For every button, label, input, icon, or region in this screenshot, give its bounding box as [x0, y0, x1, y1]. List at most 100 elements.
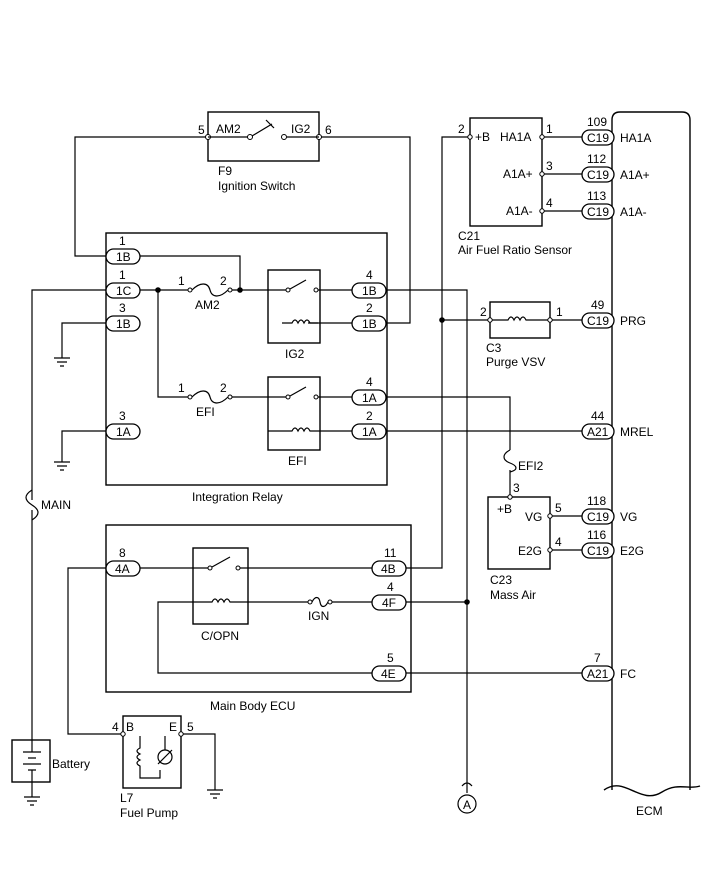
svg-text:L7: L7 — [120, 791, 134, 805]
ecm-pin-mrel: A21 44 MREL — [581, 409, 654, 440]
connector-ir-1a-a: 1A 4 — [351, 375, 387, 406]
fuse-am2-icon — [191, 283, 229, 297]
svg-text:3: 3 — [119, 301, 126, 315]
svg-text:Battery: Battery — [52, 757, 90, 771]
svg-text:ECM: ECM — [636, 804, 663, 818]
connector-ir-1b-a: 1B 1 — [105, 234, 141, 265]
fuse-am2-label: AM2 — [195, 298, 220, 312]
purge-vsv: 2 1 C3 Purge VSV — [480, 301, 563, 369]
fuse-efi-label: EFI — [196, 405, 215, 419]
svg-text:B: B — [126, 720, 134, 734]
svg-text:1B: 1B — [116, 317, 131, 331]
connector-mb-4a: 4A 8 — [105, 546, 141, 577]
ecm-pin-a1a-plus: C19 112 A1A+ — [581, 152, 650, 183]
svg-text:8: 8 — [119, 546, 126, 560]
svg-text:2: 2 — [366, 409, 373, 423]
svg-text:5: 5 — [555, 501, 562, 515]
ecm-pin-prg: C19 49 PRG — [581, 298, 646, 329]
ecm-pin-fc: A21 7 FC — [581, 651, 636, 682]
svg-text:Air Fuel Ratio Sensor: Air Fuel Ratio Sensor — [458, 243, 572, 257]
connector-mb-4e: 4E 5 — [371, 651, 407, 682]
svg-text:1C: 1C — [116, 284, 132, 298]
svg-text:E2G: E2G — [518, 544, 542, 558]
svg-text:5: 5 — [387, 651, 394, 665]
ecm-pin-a1a-minus: C19 113 A1A- — [581, 189, 647, 220]
af-sensor: +B HA1A A1A+ A1A- 2 1 3 4 C21 Air Fuel R… — [458, 117, 572, 257]
fuse-ign-label: IGN — [308, 609, 329, 623]
main-fuse: MAIN — [25, 489, 71, 521]
ground-icon — [54, 357, 70, 367]
svg-text:C21: C21 — [458, 229, 480, 243]
svg-text:118: 118 — [587, 494, 606, 508]
svg-text:5: 5 — [187, 720, 194, 734]
ignition-name: Ignition Switch — [218, 179, 295, 193]
svg-text:1: 1 — [119, 234, 126, 248]
svg-text:A21: A21 — [587, 425, 609, 439]
relay-ig2-label: IG2 — [285, 347, 305, 361]
svg-text:4: 4 — [546, 196, 553, 210]
svg-text:113: 113 — [587, 189, 606, 203]
fuse-efi-icon — [191, 390, 229, 404]
coil-efi-icon — [268, 427, 352, 433]
svg-text:EFI2: EFI2 — [518, 459, 544, 473]
connector-ir-1c: 1C 1 — [105, 268, 141, 299]
connector-ir-1b-b: 1B 3 — [105, 301, 141, 332]
ignition-label-am2: AM2 — [216, 122, 241, 136]
svg-text:116: 116 — [587, 528, 606, 542]
svg-text:4: 4 — [366, 268, 373, 282]
ignition-ref: F9 — [218, 164, 232, 178]
junction-dots — [155, 287, 470, 605]
svg-text:1: 1 — [546, 122, 553, 136]
connector-ir-1a-b: 1A 2 — [351, 409, 387, 440]
svg-text:+B: +B — [475, 130, 490, 144]
svg-text:1A: 1A — [362, 391, 377, 405]
svg-text:Mass Air: Mass Air — [490, 588, 536, 602]
svg-text:MREL: MREL — [620, 425, 654, 439]
fuse-efi2-icon — [503, 449, 517, 473]
svg-text:A21: A21 — [587, 667, 609, 681]
connector-ir-1b-d: 1B 2 — [351, 301, 387, 332]
svg-text:A1A-: A1A- — [620, 205, 647, 219]
svg-text:A: A — [463, 798, 471, 812]
ground-icon — [207, 789, 223, 799]
svg-text:1B: 1B — [362, 284, 377, 298]
svg-text:+B: +B — [497, 502, 512, 516]
svg-text:4: 4 — [387, 580, 394, 594]
svg-text:HA1A: HA1A — [500, 130, 531, 144]
ground-icon — [54, 461, 70, 471]
ground-icon — [24, 796, 40, 806]
svg-text:1A: 1A — [362, 425, 377, 439]
svg-text:Purge VSV: Purge VSV — [486, 355, 545, 369]
ignition-switch: 5 6 AM2 IG2 F9 Ignition Switch — [198, 111, 332, 193]
svg-text:A1A+: A1A+ — [503, 167, 533, 181]
svg-text:44: 44 — [591, 409, 605, 423]
ignition-switch-blade — [251, 123, 273, 137]
efi2-fuse: EFI2 — [503, 449, 544, 473]
svg-text:11: 11 — [384, 546, 397, 560]
vsv-coil-icon — [492, 316, 548, 322]
svg-text:C23: C23 — [490, 573, 512, 587]
ecm: ECM — [603, 111, 701, 818]
svg-text:4: 4 — [555, 535, 562, 549]
reference-a: A — [457, 780, 477, 814]
svg-text:1: 1 — [119, 268, 126, 282]
svg-text:C19: C19 — [587, 205, 609, 219]
svg-text:Fuel Pump: Fuel Pump — [120, 806, 178, 820]
svg-text:A1A+: A1A+ — [620, 168, 650, 182]
connector-ir-1a-left: 1A 3 — [105, 409, 141, 440]
svg-text:VG: VG — [620, 510, 637, 524]
coil-ig2-icon — [282, 319, 318, 325]
svg-text:VG: VG — [525, 510, 542, 524]
relay-copn-label: C/OPN — [201, 629, 239, 643]
integration-relay: 1 2 AM2 IG2 1 2 EFI EFI Integration Rela… — [105, 232, 388, 504]
svg-text:4: 4 — [112, 720, 119, 734]
pump-coil-icon — [136, 736, 161, 779]
battery-icon — [23, 740, 41, 797]
svg-text:4: 4 — [366, 375, 373, 389]
battery: Battery — [11, 739, 90, 797]
fuse-main-icon — [25, 489, 39, 521]
svg-text:MAIN: MAIN — [41, 498, 71, 512]
efi-pin-2: 2 — [220, 381, 227, 395]
svg-text:112: 112 — [587, 152, 606, 166]
